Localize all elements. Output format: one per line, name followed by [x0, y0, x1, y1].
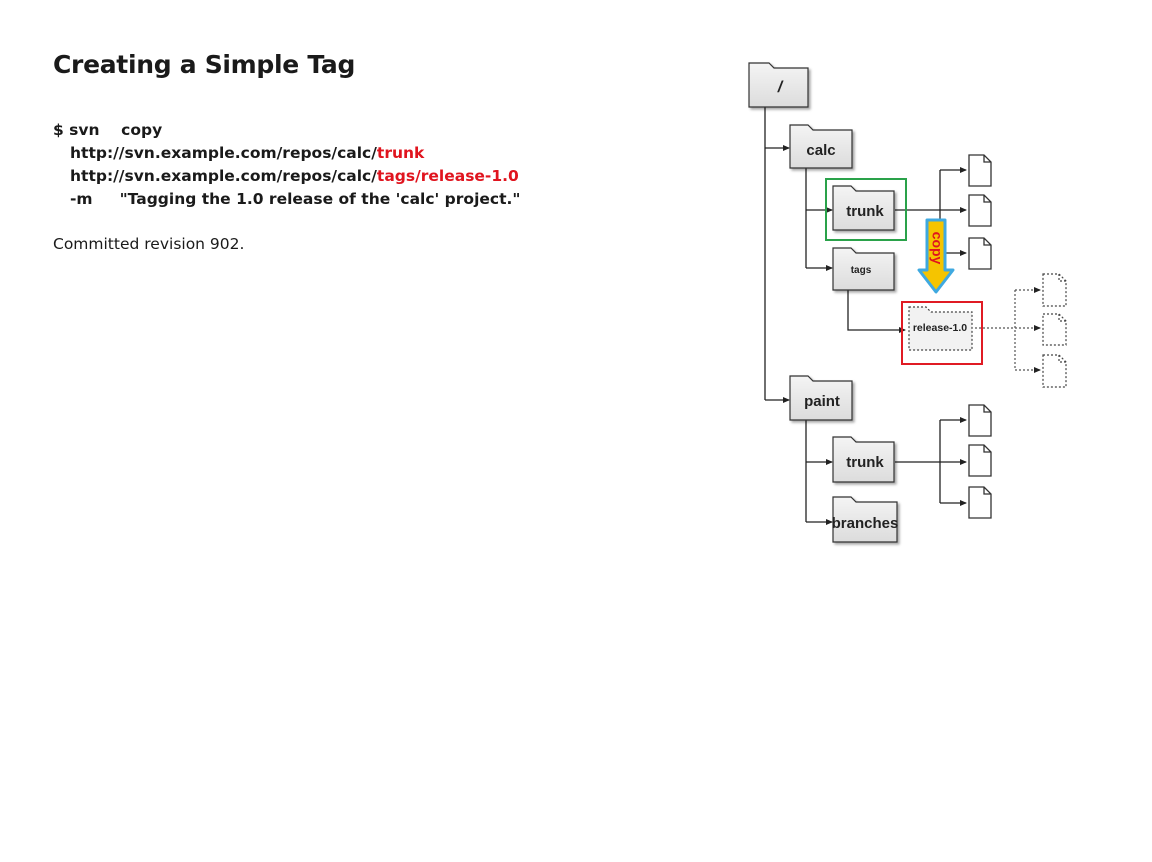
file-icon [968, 404, 992, 437]
destination-highlight: tags/release-1.0 [376, 167, 519, 185]
tags-folder-label: tags [851, 265, 872, 276]
paint-folder-label: paint [804, 393, 840, 410]
file-icon [968, 486, 992, 519]
command-destination-url: http://svn.example.com/repos/calc/tags/r… [70, 167, 519, 185]
paint-trunk-label: trunk [846, 454, 884, 471]
svn-command: $ svn copy http://svn.example.com/repos/… [53, 119, 520, 211]
file-icon [968, 237, 992, 270]
file-icon [1042, 354, 1067, 388]
command-message-line: -m "Tagging the 1.0 release of the 'calc… [53, 188, 520, 211]
tags-folder [832, 247, 895, 291]
message-flag: -m [70, 190, 93, 208]
file-icon [1042, 313, 1067, 346]
release-connectors [975, 287, 1041, 373]
copy-arrow-label: copy [929, 232, 945, 265]
release-highlight-box [901, 301, 983, 365]
release-folder-label: release-1.0 [913, 322, 967, 334]
calc-folder [789, 124, 853, 169]
file-icon [1042, 273, 1067, 307]
branches-folder-label: branches [832, 515, 899, 532]
paint-trunk-folder [832, 436, 895, 483]
copy-arrow [917, 218, 955, 294]
repository-tree-diagram: / calc trunk tags release-1.0 paint trun… [748, 62, 1067, 543]
branches-folder [832, 496, 898, 543]
file-icon [968, 444, 992, 477]
paint-folder [789, 375, 853, 421]
calc-trunk-folder [832, 185, 895, 231]
source-highlight: trunk [376, 144, 425, 162]
commit-result: Committed revision 902. [53, 235, 245, 253]
root-folder-label: / [777, 79, 784, 96]
commit-message: "Tagging the 1.0 release of the 'calc' p… [119, 190, 521, 208]
release-folder [908, 306, 973, 351]
calc-trunk-label: trunk [846, 203, 884, 220]
page-title: Creating a Simple Tag [53, 50, 356, 79]
calc-folder-label: calc [806, 142, 835, 159]
release-files [1042, 273, 1067, 388]
command-subcommand: copy [121, 121, 163, 139]
file-icon [968, 194, 992, 227]
calc-trunk-files [968, 154, 992, 270]
file-icon [968, 154, 992, 187]
paint-trunk-files [968, 404, 992, 519]
command-line-1: $ svn copy [53, 119, 520, 142]
root-folder [748, 62, 809, 108]
command-prompt: $ svn [53, 121, 100, 139]
command-source-url: http://svn.example.com/repos/calc/trunk [70, 144, 425, 162]
trunk-highlight-box [825, 178, 907, 241]
